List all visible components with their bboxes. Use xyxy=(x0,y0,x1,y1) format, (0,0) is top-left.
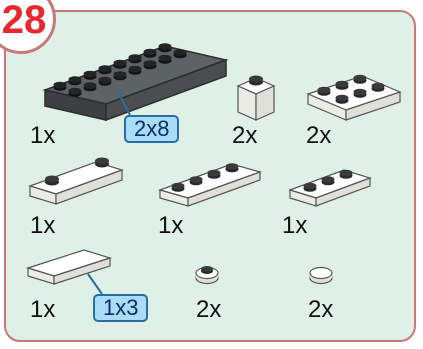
brick-1x1-white xyxy=(236,75,276,121)
callout-2x8-label: 2x8 xyxy=(134,116,170,141)
qty-plate-2x8: 1x xyxy=(30,122,56,149)
qty-brick-1x1: 2x xyxy=(232,122,258,149)
callout-pointer-2x8 xyxy=(117,91,131,116)
plate-1x4-two-studs-white xyxy=(28,157,124,205)
step-number: 28 xyxy=(1,0,47,42)
qty-plate-2x3: 2x xyxy=(306,122,332,149)
qty-tile-round-1x1: 2x xyxy=(308,296,334,323)
tile-1x3-white xyxy=(26,249,112,285)
callout-pointer-1x3 xyxy=(87,273,103,295)
callout-1x3: 1x3 xyxy=(93,294,149,322)
qty-plate-1x3: 1x xyxy=(282,212,308,239)
tile-round-1x1-white xyxy=(309,266,333,285)
callout-1x3-label: 1x3 xyxy=(103,295,139,320)
qty-plate-round-1x1: 2x xyxy=(196,296,222,323)
qty-tile-1x3: 1x xyxy=(30,296,56,323)
plate-round-1x1-white xyxy=(195,266,219,285)
plate-1x4-white xyxy=(158,163,262,207)
plate-1x3-white xyxy=(288,169,372,207)
plate-2x8-dark-gray xyxy=(42,43,229,122)
step-badge: 28 xyxy=(0,0,56,54)
plate-2x3-white xyxy=(306,74,402,121)
callout-2x8: 2x8 xyxy=(124,115,180,143)
qty-plate-1x4-two-studs: 1x xyxy=(30,212,56,239)
qty-plate-1x4: 1x xyxy=(158,212,184,239)
